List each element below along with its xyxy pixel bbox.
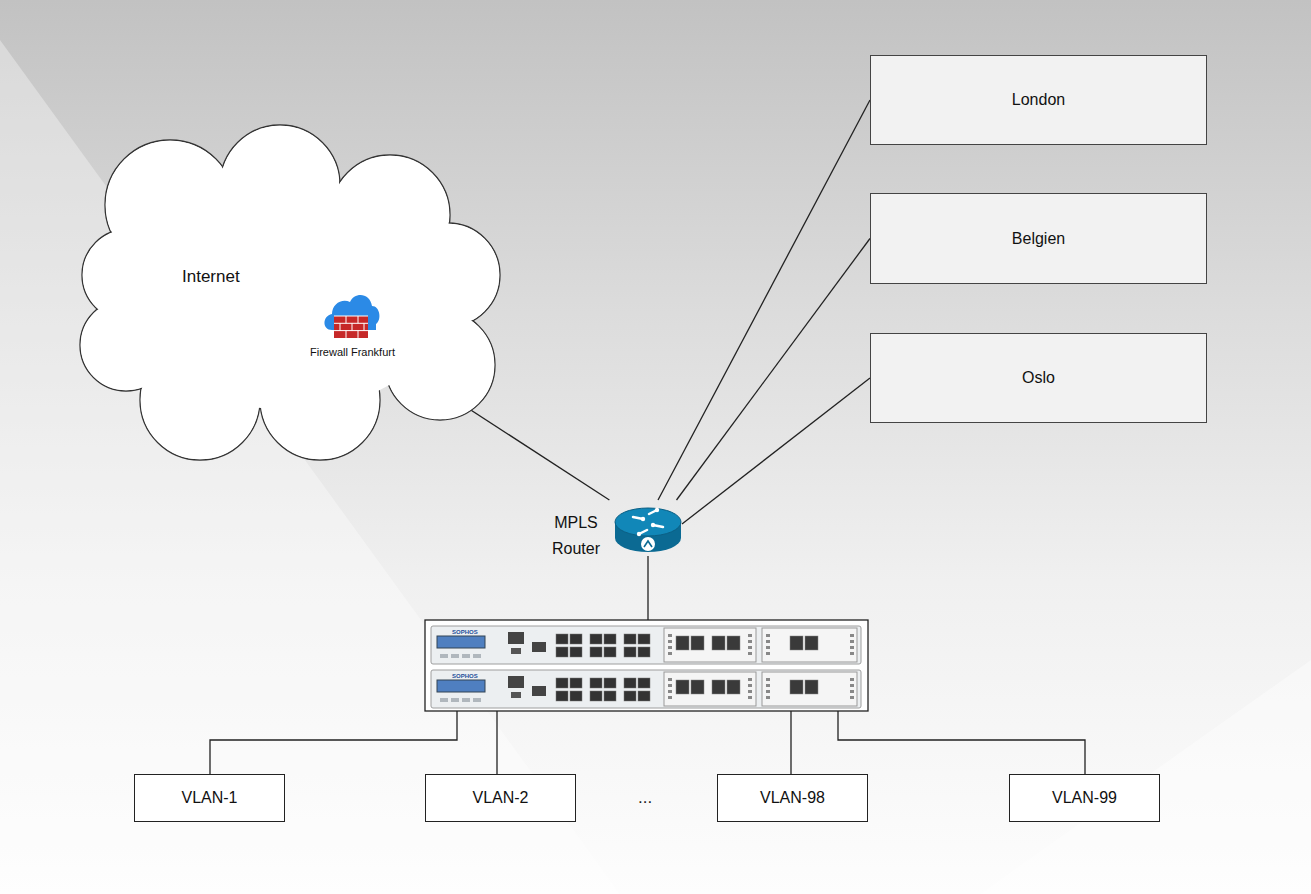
network-link bbox=[682, 378, 870, 524]
site-box: Oslo bbox=[870, 333, 1207, 423]
site-box: VLAN-1 bbox=[134, 774, 285, 822]
site-box: VLAN-98 bbox=[717, 774, 868, 822]
site-label: Belgien bbox=[1012, 230, 1065, 248]
site-label: Oslo bbox=[1022, 369, 1055, 387]
ellipsis-label: ... bbox=[638, 788, 652, 808]
router-label: MPLS Router bbox=[545, 510, 607, 562]
cloud-shape bbox=[78, 120, 503, 460]
site-box: London bbox=[870, 55, 1207, 145]
firewall-label: Firewall Frankfurt bbox=[295, 346, 410, 358]
site-label: VLAN-1 bbox=[181, 789, 237, 807]
network-link bbox=[677, 239, 870, 501]
site-label: VLAN-98 bbox=[760, 789, 825, 807]
cloud-node: InternetFirewall Frankfurt bbox=[78, 120, 503, 460]
site-label: VLAN-2 bbox=[472, 789, 528, 807]
firewall-node: Firewall Frankfurt bbox=[295, 288, 410, 366]
site-label: London bbox=[1012, 91, 1065, 109]
site-box: VLAN-99 bbox=[1009, 774, 1160, 822]
network-link bbox=[658, 100, 870, 500]
router-icon bbox=[613, 504, 683, 556]
brand-label: SOPHOS bbox=[452, 673, 478, 679]
router-node: MPLS Router bbox=[545, 500, 682, 560]
cloud-label: Internet bbox=[182, 267, 240, 287]
firewall-icon bbox=[322, 290, 382, 342]
site-box: Belgien bbox=[870, 193, 1207, 284]
brand-label: SOPHOS bbox=[452, 629, 478, 635]
site-box: VLAN-2 bbox=[425, 774, 576, 822]
site-label: VLAN-99 bbox=[1052, 789, 1117, 807]
